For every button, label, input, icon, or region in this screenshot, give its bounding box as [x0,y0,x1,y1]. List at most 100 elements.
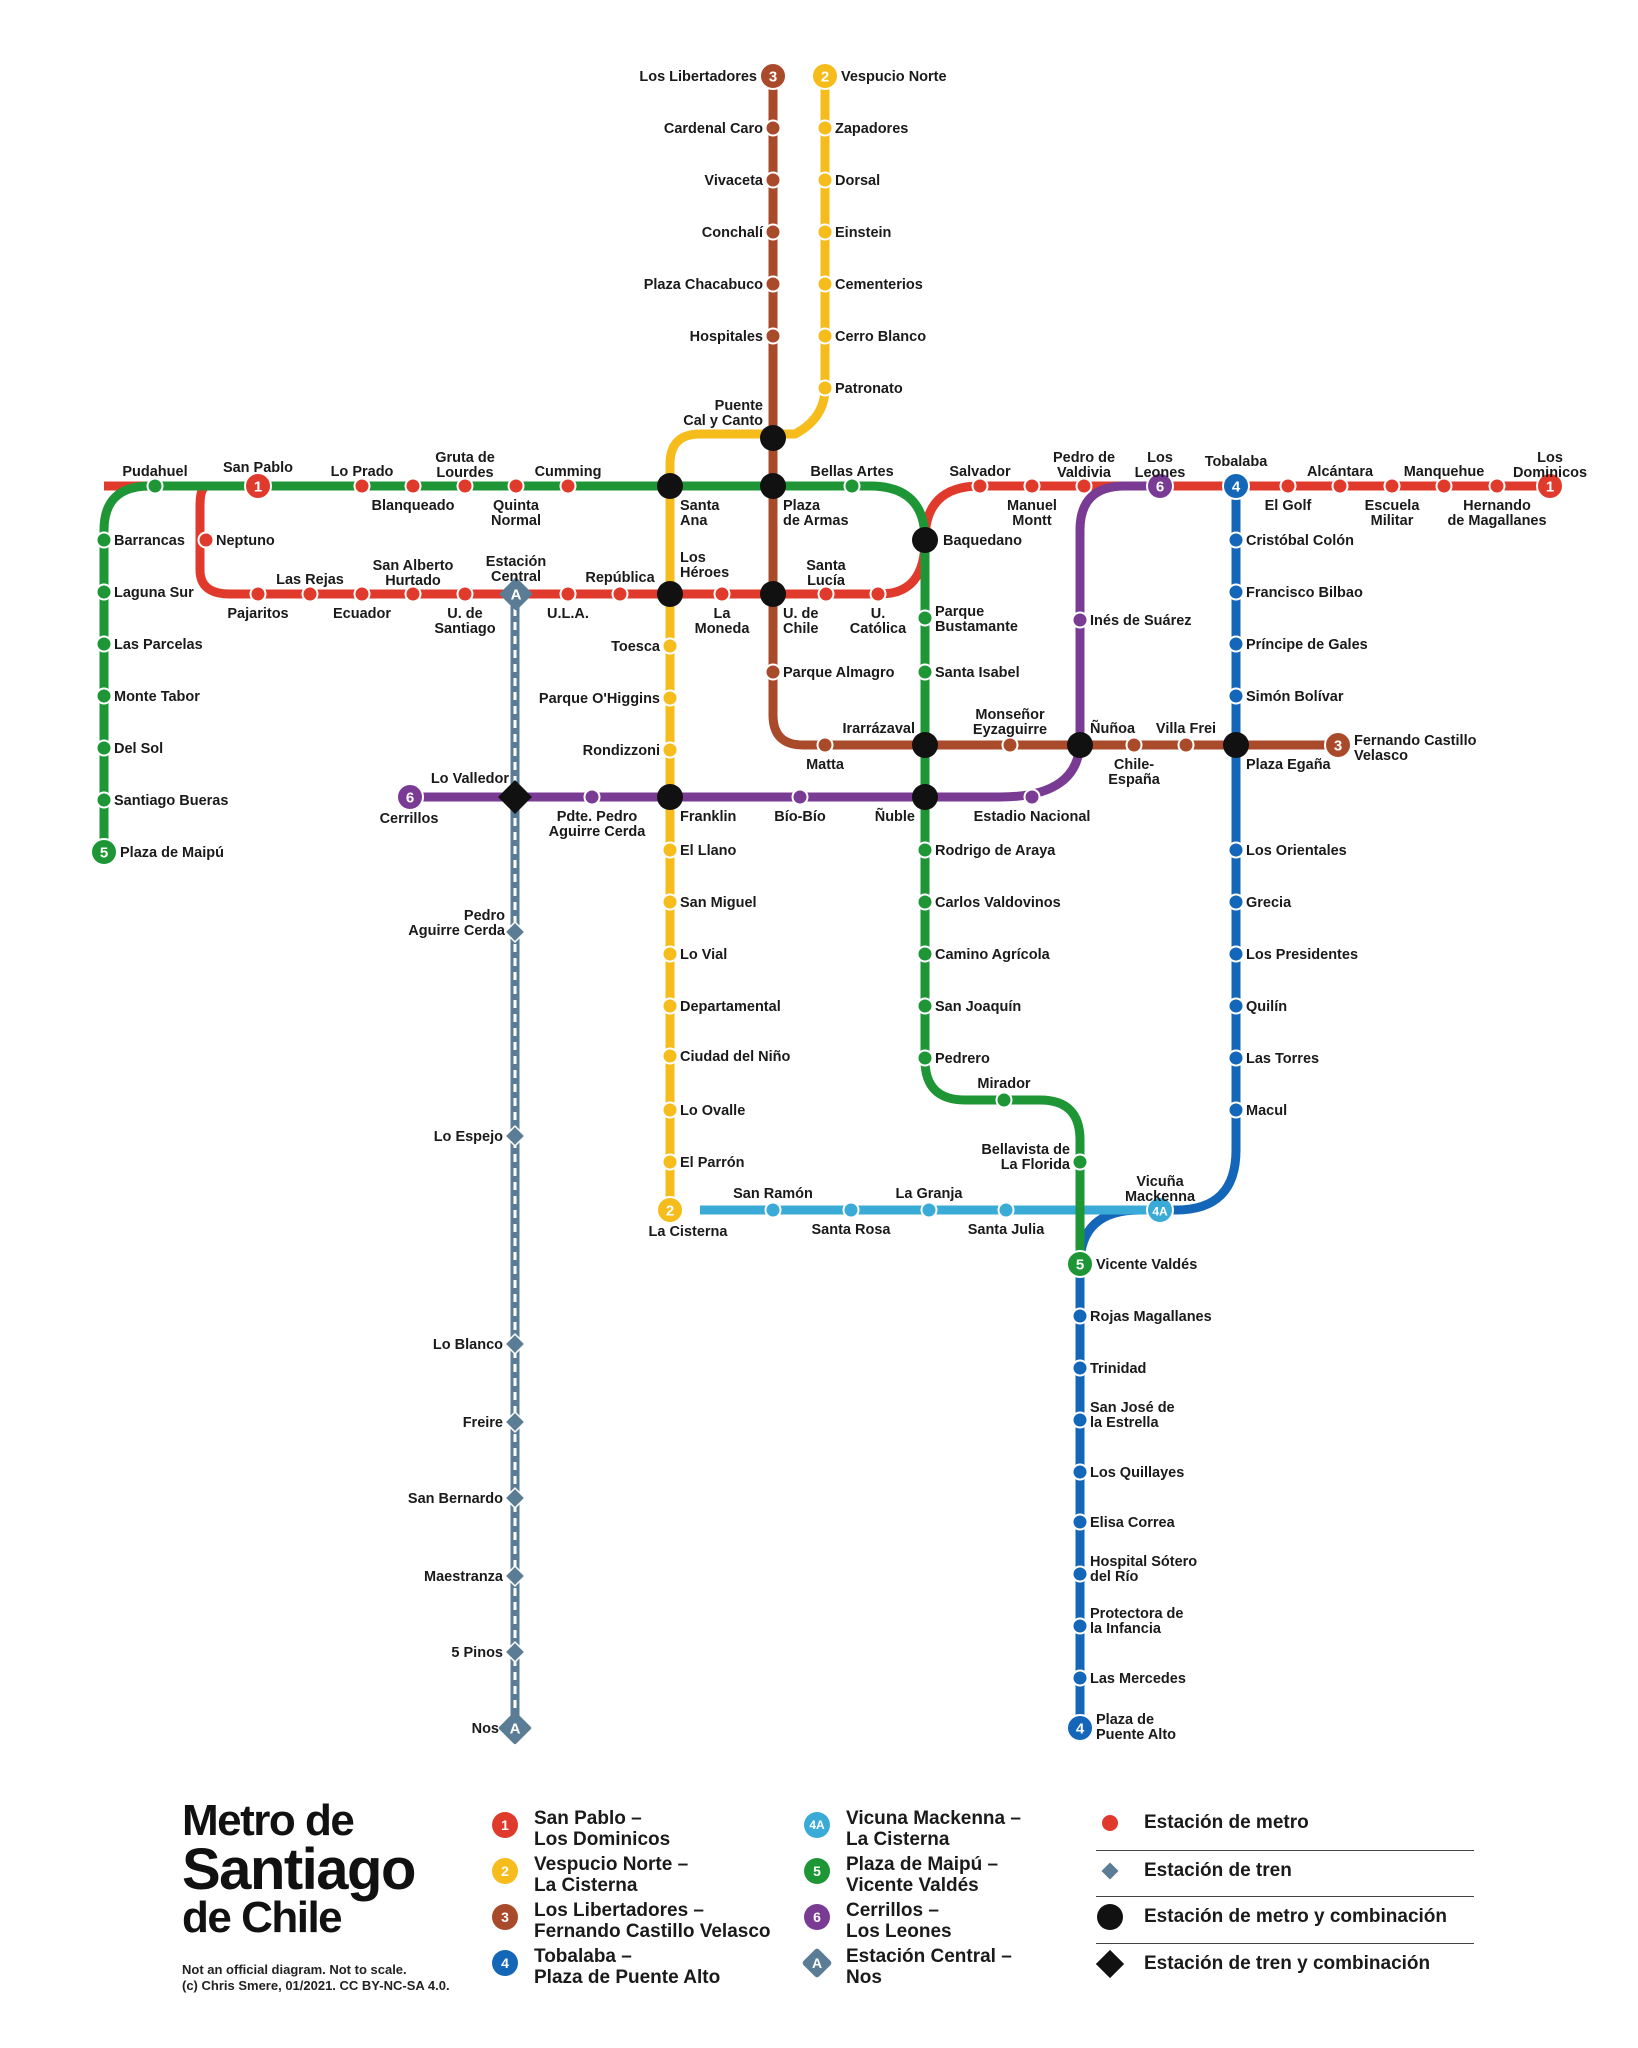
station-vivaceta[interactable]: Vivaceta [704,171,782,190]
station-toesca[interactable]: Toesca [611,637,679,656]
station-ecuador[interactable]: Ecuador [333,585,391,623]
station-principe-de-gales[interactable]: Príncipe de Gales [1227,635,1368,654]
station-elisa-correa[interactable]: Elisa Correa [1071,1513,1176,1532]
station-cumming[interactable]: Cumming [535,464,602,495]
station-los-quillayes[interactable]: Los Quillayes [1071,1463,1185,1482]
station-los-orientales[interactable]: Los Orientales [1227,841,1347,860]
station-francisco-bilbao[interactable]: Francisco Bilbao [1227,583,1363,602]
station-rojas-magallanes[interactable]: Rojas Magallanes [1071,1307,1212,1326]
station-salvador[interactable]: Salvador [949,464,1011,495]
station-mirador[interactable]: Mirador [977,1076,1031,1109]
station-cristobal-colon[interactable]: Cristóbal Colón [1227,531,1354,550]
station-el-parron[interactable]: El Parrón [661,1153,745,1172]
station-el-llano[interactable]: El Llano [661,841,737,860]
station-el-golf[interactable]: El Golf [1265,477,1312,515]
station-lo-ovalle[interactable]: Lo Ovalle [661,1101,746,1120]
station-ciudad-del-nino[interactable]: Ciudad del Niño [661,1047,791,1066]
station-san-joaquin[interactable]: San Joaquín [916,997,1022,1016]
station-nunoa[interactable]: Ñuñoa [1067,719,1136,758]
station-trinidad[interactable]: Trinidad [1071,1359,1147,1378]
station-parque-almagro[interactable]: Parque Almagro [764,663,895,682]
station-irarrazaval[interactable]: Irarrázaval [842,721,938,758]
station-barrancas[interactable]: Barrancas [95,531,185,550]
station-cerro-blanco[interactable]: Cerro Blanco [816,327,927,346]
station-lo-vial[interactable]: Lo Vial [661,945,728,964]
station-santa-isabel[interactable]: Santa Isabel [916,663,1020,682]
station-neptuno[interactable]: Neptuno [197,531,275,550]
station-laguna-sur[interactable]: Laguna Sur [95,583,195,602]
station-conchali[interactable]: Conchalí [702,223,782,242]
station-las-torres[interactable]: Las Torres [1227,1049,1320,1068]
station-santa-rosa[interactable]: Santa Rosa [812,1201,892,1239]
station-las-mercedes[interactable]: Las Mercedes [1071,1669,1186,1688]
station-republica[interactable]: República [585,570,656,603]
station-lo-prado[interactable]: Lo Prado [331,464,394,495]
station-pedrero[interactable]: Pedrero [916,1049,990,1068]
station-u-catolica[interactable]: U.Católica [850,585,907,638]
station-cementerios[interactable]: Cementerios [816,275,923,294]
station-hospitales[interactable]: Hospitales [690,327,782,346]
station-rodrigo-de-araya[interactable]: Rodrigo de Araya [916,841,1057,860]
station-villa-frei[interactable]: Villa Frei [1156,721,1216,754]
station-lo-valledor[interactable]: Lo Valledor [431,771,532,814]
station-departamental[interactable]: Departamental [661,997,781,1016]
station-einstein[interactable]: Einstein [816,223,892,242]
station-grecia[interactable]: Grecia [1227,893,1293,912]
station-u-l-a[interactable]: U.L.A. [547,585,589,623]
station-maestranza[interactable]: Maestranza [424,1565,526,1587]
station-ines-de-suarez[interactable]: Inés de Suárez [1071,611,1192,630]
station-las-rejas[interactable]: Las Rejas [276,572,344,603]
station-san-ramon[interactable]: San Ramón [733,1186,813,1219]
station-bio-bio[interactable]: Bío-Bío [774,788,826,826]
station-dorsal[interactable]: Dorsal [816,171,881,190]
station-lo-blanco[interactable]: Lo Blanco [433,1333,526,1355]
station-san-bernardo[interactable]: San Bernardo [408,1487,526,1509]
station-la-cisterna[interactable]: 2La Cisterna [649,1196,729,1240]
station-carlos-valdovinos[interactable]: Carlos Valdovinos [916,893,1061,912]
station-freire[interactable]: Freire [463,1411,526,1433]
station-del-sol[interactable]: Del Sol [95,739,164,758]
station-lo-espejo[interactable]: Lo Espejo [434,1125,526,1147]
station-santiago-bueras[interactable]: Santiago Bueras [95,791,229,810]
station-zapadores[interactable]: Zapadores [816,119,909,138]
station-bellas-artes[interactable]: Bellas Artes [810,464,894,495]
station-pudahuel[interactable]: Pudahuel [122,464,188,495]
station-blanqueado[interactable]: Blanqueado [372,477,455,515]
station-alcantara[interactable]: Alcántara [1307,464,1374,495]
station-santa-julia[interactable]: Santa Julia [968,1201,1045,1239]
station-monte-tabor[interactable]: Monte Tabor [95,687,201,706]
station-rondizzoni[interactable]: Rondizzoni [583,741,679,760]
station-franklin[interactable]: Franklin [657,784,736,825]
station-cardenal-caro[interactable]: Cardenal Caro [664,119,782,138]
station-5-pinos[interactable]: 5 Pinos [451,1641,526,1663]
station-camino-agricola[interactable]: Camino Agrícola [916,945,1051,964]
station-patronato[interactable]: Patronato [816,379,903,398]
